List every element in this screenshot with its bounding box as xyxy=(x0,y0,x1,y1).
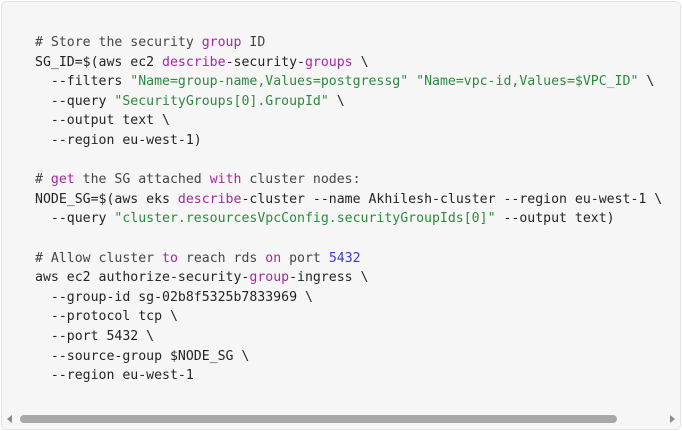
code-token-plain: --query xyxy=(35,93,115,109)
code-token-keyword: with xyxy=(209,172,242,188)
code-line: NODE_SG=$(aws eks describe-cluster --nam… xyxy=(35,190,662,210)
code-token-comment: # xyxy=(35,172,51,188)
code-token-keyword: group xyxy=(249,270,290,286)
code-token-plain: --region eu-west-1 xyxy=(35,368,194,384)
code-token-plain: -cluster --name Akhilesh-cluster --regio… xyxy=(241,191,663,207)
code-token-number: 5432 xyxy=(328,250,361,266)
code-token-string: "Name=group-name,Values=postgressg" xyxy=(130,74,409,90)
code-line: --query "cluster.resourcesVpcConfig.secu… xyxy=(35,209,662,229)
code-line: --protocol tcp \ xyxy=(35,307,662,327)
code-token-plain: NODE_SG=$(aws eks xyxy=(35,191,178,207)
code-line: --source-group $NODE_SG \ xyxy=(35,347,662,367)
code-line xyxy=(35,229,662,249)
code-token-plain: \ xyxy=(638,74,655,90)
code-token-plain: SG_ID=$(aws ec2 xyxy=(35,54,163,70)
horizontal-scrollbar[interactable] xyxy=(2,409,680,429)
code-token-comment: the SG attached xyxy=(74,172,210,188)
code-line: --query "SecurityGroups[0].GroupId" \ xyxy=(35,92,662,112)
code-line: --region eu-west-1) xyxy=(35,131,662,151)
code-token-plain: \ xyxy=(352,54,369,70)
code-line: --output text \ xyxy=(35,111,662,131)
code-line: --filters "Name=group-name,Values=postgr… xyxy=(35,72,662,92)
code-token-keyword: groups xyxy=(304,54,353,70)
code-token-comment: port xyxy=(281,250,329,266)
scrollbar-track[interactable] xyxy=(18,415,664,423)
code-token-keyword: get xyxy=(50,172,75,188)
code-line: aws ec2 authorize-security-group-ingress… xyxy=(35,268,662,288)
code-token-keyword: to xyxy=(162,250,178,266)
code-line: # get the SG attached with cluster nodes… xyxy=(35,170,662,190)
code-line: --region eu-west-1 xyxy=(35,366,662,386)
code-line: --group-id sg-02b8f5325b7833969 \ xyxy=(35,288,662,308)
code-token-string: "Name=vpc-id,Values=$VPC_ID" xyxy=(416,74,639,90)
code-token-plain: -security- xyxy=(225,54,305,70)
code-line: # Allow cluster to reach rds on port 543… xyxy=(35,249,662,269)
code-token-plain: --source-group $NODE_SG \ xyxy=(35,348,250,364)
code-token-comment: cluster nodes: xyxy=(241,172,361,188)
code-token-keyword: on xyxy=(265,250,282,266)
code-token-comment: ID xyxy=(241,35,266,50)
code-token-plain: aws ec2 authorize-security- xyxy=(35,270,250,286)
code-token-plain: --port 5432 \ xyxy=(35,328,155,344)
code-token-plain: \ xyxy=(328,93,345,109)
code-token-comment: reach rds xyxy=(177,250,266,266)
code-token-plain: --filters xyxy=(35,74,131,90)
code-token-comment: # Store the security xyxy=(35,35,202,50)
scroll-left-arrow-icon[interactable] xyxy=(7,415,12,423)
code-token-string: "cluster.resourcesVpcConfig.securityGrou… xyxy=(114,211,496,227)
code-token-keyword: describe xyxy=(177,191,242,207)
code-token-plain: --group-id sg-02b8f5325b7833969 \ xyxy=(35,289,313,305)
code-line: SG_ID=$(aws ec2 describe-security-groups… xyxy=(35,53,662,73)
code-line: --port 5432 \ xyxy=(35,327,662,347)
scroll-right-arrow-icon[interactable] xyxy=(670,415,675,423)
code-token-plain: --output text) xyxy=(495,211,615,227)
code-token-plain: --output text \ xyxy=(35,113,170,129)
code-token-keyword: group xyxy=(201,35,242,50)
code-token-plain: --protocol tcp \ xyxy=(35,309,178,325)
code-line xyxy=(35,151,662,171)
scrollbar-thumb[interactable] xyxy=(20,415,617,423)
code-token-string: "SecurityGroups[0].GroupId" xyxy=(114,93,329,109)
code-token-plain: --query xyxy=(35,211,115,227)
code-token-keyword: describe xyxy=(162,54,226,70)
code-token-plain: -ingress \ xyxy=(289,270,369,286)
code-token-plain: --region eu-west-1) xyxy=(35,132,202,148)
code-token-plain xyxy=(408,74,416,89)
code-line: # Store the security group ID xyxy=(35,33,662,53)
code-token-comment: # Allow cluster xyxy=(35,250,163,266)
